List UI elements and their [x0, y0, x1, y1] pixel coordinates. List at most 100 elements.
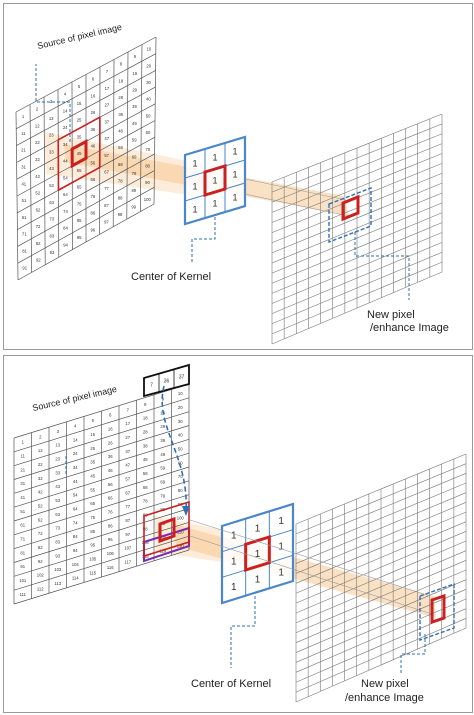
- source-pixel-value: 30: [178, 419, 183, 424]
- source-pixel-value: 100: [177, 516, 185, 521]
- source-neighborhood-highlight: [57, 116, 101, 191]
- output-grid-hline: [271, 212, 443, 284]
- output-grid-hline: [271, 271, 443, 345]
- source-pixel-value: 62: [38, 517, 43, 522]
- source-pixel-value: 53: [55, 498, 60, 503]
- source-pixel-value: 85: [77, 218, 82, 223]
- source-pixel-value: 28: [143, 430, 148, 435]
- source-pixel-value: 76: [91, 194, 96, 199]
- source-pixel-value: 23: [55, 457, 60, 462]
- kernel-center-label: Center of Kernel: [131, 271, 212, 283]
- source-pixel-value: 27: [105, 103, 110, 108]
- top-convolution-diagram: 1234567891011121314151617181920212223242…: [15, 36, 443, 345]
- source-pixel-value: 78: [118, 179, 123, 184]
- enhance-image-label: /enhance Image: [345, 692, 424, 704]
- source-pixel-value: 62: [36, 207, 41, 212]
- source-pixel-value: 9: [162, 396, 165, 401]
- output-grid-hline: [295, 550, 467, 624]
- new-pixel-leader-line: [354, 232, 410, 300]
- source-pixel-value: 104: [72, 562, 80, 567]
- output-grid-hline: [271, 261, 443, 335]
- source-pixel-value: 29: [160, 424, 165, 429]
- source-pixel-value: 42: [35, 174, 40, 179]
- source-pixel-value: 118: [142, 554, 149, 559]
- source-pixel-value: 51: [20, 509, 25, 514]
- source-pixel-value: 81: [22, 248, 27, 253]
- source-pixel-value: 15: [77, 101, 82, 106]
- source-pixel-value: 34: [73, 465, 78, 470]
- source-pixel-value: 20: [178, 405, 183, 410]
- source-pixel-value: 63: [49, 200, 54, 205]
- source-pixel-value: 42: [38, 490, 43, 495]
- source-pixel-value: 56: [108, 482, 113, 487]
- source-pixel-value: 2: [39, 434, 42, 439]
- projection-guide: [189, 535, 433, 615]
- slide-arrow: [161, 385, 187, 512]
- output-grid-hline: [295, 560, 467, 634]
- source-pixel-value: 22: [35, 140, 40, 145]
- source-pixel-value: 50: [146, 113, 151, 118]
- source-pixel-value: 24: [73, 451, 78, 456]
- source-pixel-value: 14: [73, 437, 78, 442]
- source-pixel-value: 57: [125, 476, 130, 481]
- source-pixel-value: 11: [21, 131, 26, 136]
- source-grid-hline: [13, 397, 190, 453]
- output-grid-hline: [295, 531, 467, 604]
- source-pixel-value: 73: [49, 217, 54, 222]
- kernel-weight: 1: [212, 176, 217, 186]
- output-grid-hline: [295, 473, 467, 545]
- source-pixel-value: 80: [178, 488, 183, 493]
- incoming-row-grid-hline: [143, 383, 190, 397]
- source-pixel-value: 20: [146, 63, 151, 68]
- output-grid-hline: [271, 242, 443, 314]
- source-pixel-value: 13: [55, 443, 60, 448]
- source-pixel-value: 91: [22, 265, 27, 270]
- source-pixel-value: 40: [146, 97, 151, 102]
- source-pixel-value: 16: [108, 427, 113, 432]
- source-grid-hline: [13, 438, 190, 494]
- source-pixel-value: 13: [49, 116, 54, 121]
- source-pixel-value: 76: [108, 510, 113, 515]
- source-pixel-value: 40: [178, 433, 183, 438]
- source-pixel-value: 74: [63, 209, 68, 214]
- source-leader-line: [35, 64, 71, 142]
- source-grid-hline: [16, 70, 156, 146]
- source-pixel-value: 59: [132, 138, 137, 143]
- source-pixel-value: 114: [72, 576, 79, 581]
- kernel-weight: 1: [231, 556, 237, 567]
- output-dashed-region: [419, 583, 455, 641]
- output-grid-hline: [271, 133, 443, 203]
- source-pixel-value: 17: [105, 86, 110, 91]
- output-grid-hline: [271, 222, 443, 294]
- source-pixel-value: 38: [118, 112, 123, 117]
- source-pixel-value: 70: [178, 474, 183, 479]
- kernel-weight: 1: [232, 147, 237, 157]
- source-pixel-value: 80: [145, 164, 150, 169]
- source-pixel-value: 102: [37, 573, 45, 578]
- output-grid-hline: [271, 182, 443, 254]
- source-pixel-value: 82: [36, 241, 41, 246]
- new-pixel-label: New pixel: [367, 309, 415, 321]
- source-center-pixel: [70, 138, 88, 169]
- source-pixel-value: 31: [20, 481, 25, 486]
- source-pixel-value: 54: [63, 175, 68, 180]
- source-pixel-value: 24: [63, 125, 68, 130]
- output-grid-hline: [271, 113, 443, 183]
- projection-guide: [189, 519, 431, 597]
- new-pixel-label: New pixel: [361, 678, 409, 690]
- source-pixel-value: 97: [104, 220, 109, 225]
- source-pixel-value: 9: [134, 54, 137, 59]
- source-pixel-value: 108: [142, 540, 150, 545]
- source-pixel-value: 2: [36, 107, 39, 112]
- source-pixel-value: 14: [63, 108, 68, 113]
- source-pixel-value: 98: [118, 212, 123, 217]
- projection-guide: [244, 193, 349, 217]
- source-pixel-value: 26: [108, 440, 113, 445]
- source-pixel-value: 65: [77, 185, 82, 190]
- source-pixel-value: 70: [145, 147, 150, 152]
- source-grid-hline: [13, 425, 190, 480]
- source-pixel-value: 99: [131, 205, 136, 210]
- kernel-weight: 1: [231, 531, 237, 542]
